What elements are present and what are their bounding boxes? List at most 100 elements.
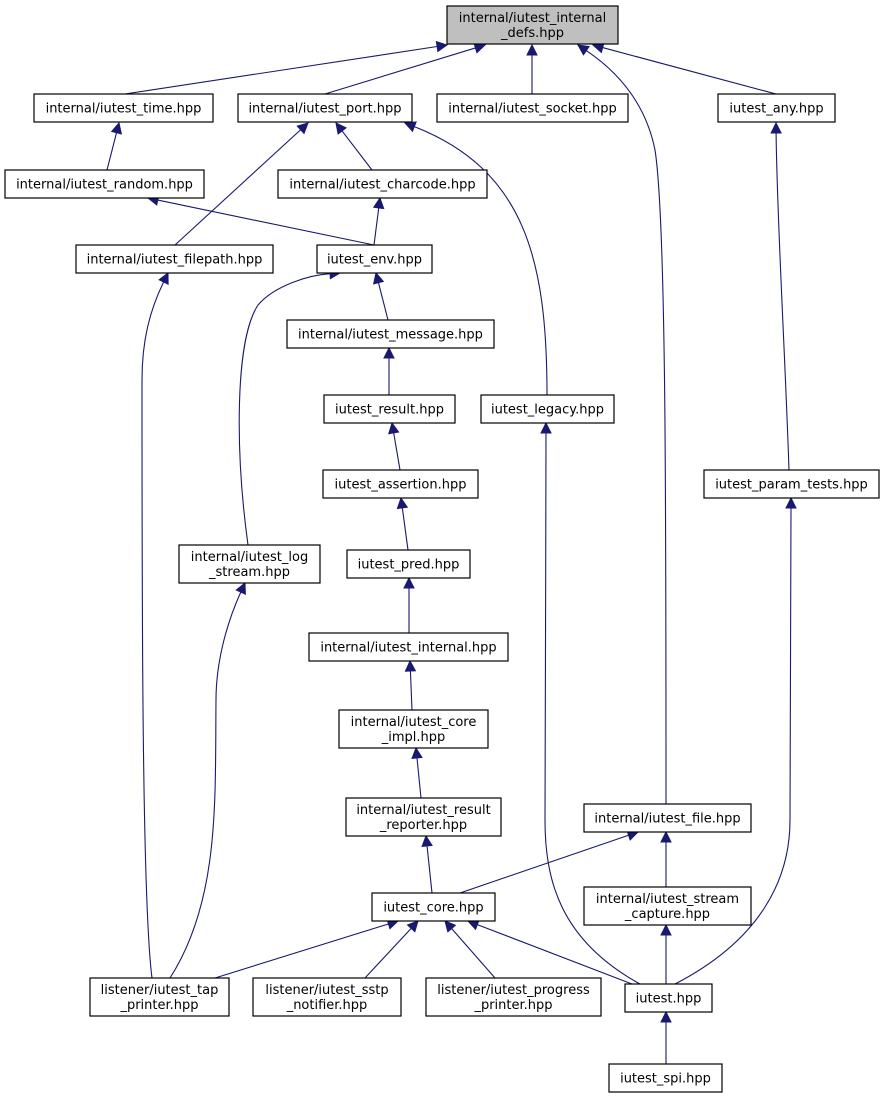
- node-capture[interactable]: internal/iutest_stream_capture.hpp: [583, 886, 752, 926]
- edge-reporter-to-coreimpl: [411, 746, 423, 799]
- node-filepath[interactable]: internal/iutest_filepath.hpp: [75, 244, 274, 274]
- node-time[interactable]: internal/iutest_time.hpp: [33, 93, 214, 123]
- edge-coreimpl-to-internal: [404, 659, 417, 711]
- node-box: [316, 244, 433, 274]
- edge-line: [674, 507, 792, 985]
- node-label: iutest_spi.hpp: [620, 1072, 711, 1087]
- node-label: internal/iutest_charcode.hpp: [289, 178, 475, 193]
- arrowhead: [372, 271, 385, 285]
- edge-any-to-defs: [591, 42, 777, 95]
- node-reporter[interactable]: internal/iutest_result_reporter.hpp: [345, 797, 502, 837]
- edge-line: [124, 45, 438, 95]
- node-defs[interactable]: internal/iutest_internal_defs.hpp: [446, 5, 619, 45]
- edge-line: [544, 432, 641, 985]
- node-label: internal/iutest_core: [351, 715, 477, 730]
- node-box: [703, 469, 880, 499]
- node-label: internal/iutest_message.hpp: [298, 328, 483, 343]
- edge-file-to-defs: [577, 44, 667, 805]
- edge-line: [169, 591, 242, 979]
- node-layer: internal/iutest_internal_defs.hppinterna…: [4, 5, 880, 1093]
- arrowhead: [540, 421, 552, 434]
- edge-line: [401, 507, 409, 551]
- edge-line: [373, 207, 380, 246]
- node-box: [277, 169, 488, 199]
- arrowhead: [444, 920, 457, 933]
- node-core[interactable]: iutest_core.hpp: [371, 892, 496, 922]
- node-label: internal/iutest_internal.hpp: [320, 641, 496, 656]
- edge-iutest-to-param: [674, 496, 797, 985]
- edge-random-to-time: [106, 121, 123, 171]
- node-spi[interactable]: iutest_spi.hpp: [608, 1063, 723, 1093]
- edge-line: [364, 927, 412, 979]
- node-box: [323, 394, 456, 424]
- edge-line: [157, 199, 375, 246]
- arrowhead: [411, 746, 423, 760]
- node-result[interactable]: iutest_result.hpp: [323, 394, 456, 424]
- node-label: iutest_any.hpp: [729, 102, 823, 117]
- node-legacy[interactable]: iutest_legacy.hpp: [480, 394, 615, 424]
- node-label: internal/iutest_filepath.hpp: [87, 253, 263, 268]
- node-label: _reporter.hpp: [379, 818, 467, 833]
- node-label: listener/iutest_sstp: [265, 983, 388, 998]
- node-label: iutest_legacy.hpp: [491, 403, 604, 418]
- node-logstream[interactable]: internal/iutest_log_stream.hpp: [178, 544, 321, 584]
- node-pred[interactable]: iutest_pred.hpp: [346, 549, 471, 579]
- node-assertion[interactable]: iutest_assertion.hpp: [322, 469, 479, 499]
- node-label: internal/iutest_internal: [459, 11, 606, 26]
- node-env[interactable]: iutest_env.hpp: [316, 244, 433, 274]
- node-label: iutest_env.hpp: [327, 253, 422, 268]
- node-socket[interactable]: internal/iutest_socket.hpp: [436, 93, 629, 123]
- node-random[interactable]: internal/iutest_random.hpp: [4, 169, 205, 199]
- node-port[interactable]: internal/iutest_port.hpp: [237, 93, 413, 123]
- edge-line: [341, 130, 373, 171]
- arrowhead: [235, 581, 246, 595]
- edge-line: [414, 126, 548, 396]
- edge-core-to-file: [459, 829, 640, 894]
- edge-port-to-defs: [324, 42, 487, 95]
- node-label: internal/iutest_time.hpp: [46, 102, 202, 117]
- node-box: [178, 544, 321, 584]
- arrowhead: [577, 44, 590, 56]
- edge-line: [426, 845, 433, 894]
- arrowhead: [785, 496, 797, 509]
- node-charcode[interactable]: internal/iutest_charcode.hpp: [277, 169, 488, 199]
- node-box: [252, 977, 402, 1017]
- node-label: internal/iutest_random.hpp: [16, 178, 193, 193]
- node-param[interactable]: iutest_param_tests.hpp: [703, 469, 880, 499]
- arrowhead: [660, 830, 672, 843]
- edge-result-to-message: [383, 346, 395, 395]
- node-sstp[interactable]: listener/iutest_sstp_notifier.hpp: [252, 977, 402, 1017]
- node-file[interactable]: internal/iutest_file.hpp: [583, 803, 752, 833]
- edge-line: [602, 47, 777, 95]
- node-message[interactable]: internal/iutest_message.hpp: [286, 319, 495, 349]
- edge-line: [238, 273, 331, 546]
- edge-message-to-env: [372, 271, 389, 321]
- node-label: internal/iutest_file.hpp: [594, 812, 740, 827]
- node-box: [4, 169, 205, 199]
- arrowhead: [158, 271, 169, 285]
- edge-tap-to-filepath: [141, 271, 169, 979]
- edge-line: [416, 757, 422, 799]
- edge-capture-to-file: [660, 830, 672, 887]
- node-internal[interactable]: internal/iutest_internal.hpp: [308, 632, 509, 662]
- node-box: [338, 709, 489, 749]
- node-iutest[interactable]: iutest.hpp: [624, 983, 713, 1013]
- edge-line: [377, 282, 389, 321]
- edge-iutest-to-legacy: [540, 421, 641, 985]
- node-label: internal/iutest_stream: [596, 892, 739, 907]
- node-tap[interactable]: listener/iutest_tap_printer.hpp: [89, 977, 230, 1017]
- edge-line: [141, 281, 165, 979]
- node-coreimpl[interactable]: internal/iutest_core_impl.hpp: [338, 709, 489, 749]
- arrowhead: [372, 196, 385, 210]
- node-box: [608, 1063, 723, 1093]
- node-box: [286, 319, 495, 349]
- node-label: _capture.hpp: [624, 907, 710, 922]
- edge-charcode-to-port: [335, 122, 373, 171]
- edge-tap-to-logstream: [169, 581, 246, 979]
- node-any[interactable]: iutest_any.hpp: [717, 93, 836, 123]
- arrowhead: [770, 121, 782, 134]
- node-box: [624, 983, 713, 1013]
- node-label: _notifier.hpp: [286, 998, 368, 1013]
- node-progress[interactable]: listener/iutest_progress_printer.hpp: [425, 977, 602, 1017]
